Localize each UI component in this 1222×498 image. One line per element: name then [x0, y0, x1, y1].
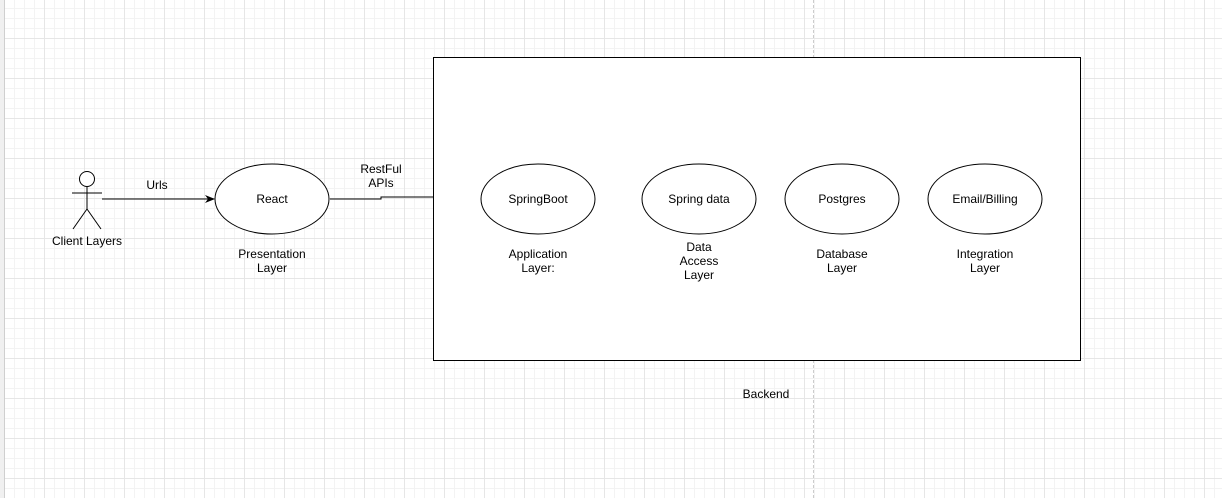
email-billing-caption: Integration Layer	[935, 247, 1035, 275]
spring-data-label: Spring data	[668, 192, 730, 206]
backend-label: Backend	[742, 387, 790, 401]
springboot-node[interactable]	[480, 163, 596, 235]
react-caption-line1: Presentation	[238, 247, 306, 261]
springboot-caption: Application Layer:	[488, 247, 588, 275]
restful-label: RestFul APIs	[346, 162, 416, 190]
springboot-caption-line2: Layer:	[521, 261, 555, 275]
canvas-left-edge	[0, 0, 5, 498]
postgres-node[interactable]	[784, 163, 900, 235]
actor-label: Client Layers	[51, 234, 123, 248]
restful-label-line1: RestFul	[360, 162, 402, 176]
restful-connector[interactable]	[330, 196, 433, 200]
springboot-label: SpringBoot	[508, 192, 568, 206]
spring-data-caption-line3: Layer	[683, 268, 715, 282]
postgres-label: Postgres	[818, 192, 866, 206]
urls-label: Urls	[146, 178, 168, 192]
email-billing-node[interactable]	[927, 163, 1043, 235]
postgres-caption: Database Layer	[792, 247, 892, 275]
spring-data-caption-line1: Data	[686, 240, 712, 254]
restful-label-line2: APIs	[368, 176, 394, 190]
springboot-caption-line1: Application	[508, 247, 568, 261]
email-billing-caption-line1: Integration	[956, 247, 1014, 261]
spring-data-caption: Data Access Layer	[649, 240, 749, 282]
postgres-caption-line1: Database	[816, 247, 868, 261]
react-caption-line2: Layer	[256, 261, 288, 275]
email-billing-label: Email/Billing	[952, 192, 1018, 206]
spring-data-node[interactable]	[641, 163, 757, 235]
spring-data-caption-line2: Access	[679, 254, 719, 268]
postgres-caption-line2: Layer	[826, 261, 858, 275]
actor-icon[interactable]	[72, 171, 102, 230]
react-label: React	[256, 192, 288, 206]
react-caption: Presentation Layer	[222, 247, 322, 275]
email-billing-caption-line2: Layer	[969, 261, 1001, 275]
react-node[interactable]	[214, 163, 330, 235]
